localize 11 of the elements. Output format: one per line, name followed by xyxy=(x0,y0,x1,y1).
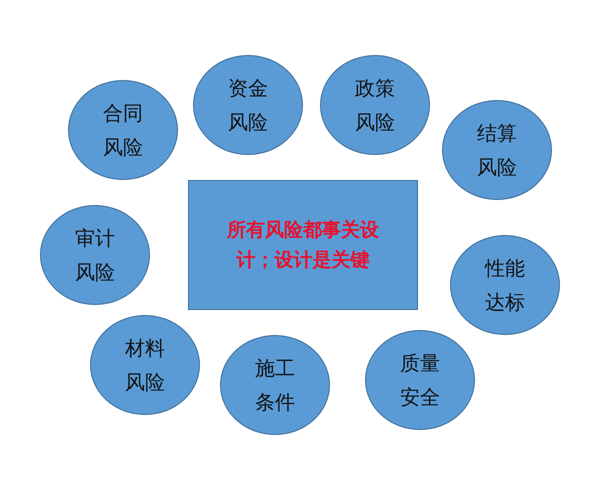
circle-label: 施工条件 xyxy=(254,355,296,416)
central-box xyxy=(188,180,418,310)
circle-label: 合同风险 xyxy=(102,100,144,161)
central-text: 所有风险都事关设计；设计是关键 xyxy=(226,218,380,273)
circle-label: 材料风险 xyxy=(124,335,166,396)
circle-label: 政策风险 xyxy=(354,75,396,136)
circle-label: 资金风险 xyxy=(227,75,269,136)
circle-label: 审计风险 xyxy=(74,225,116,286)
circle-label: 结算风险 xyxy=(476,120,518,181)
circle-label: 质量安全 xyxy=(399,350,441,411)
circle-label: 性能达标 xyxy=(484,255,526,316)
